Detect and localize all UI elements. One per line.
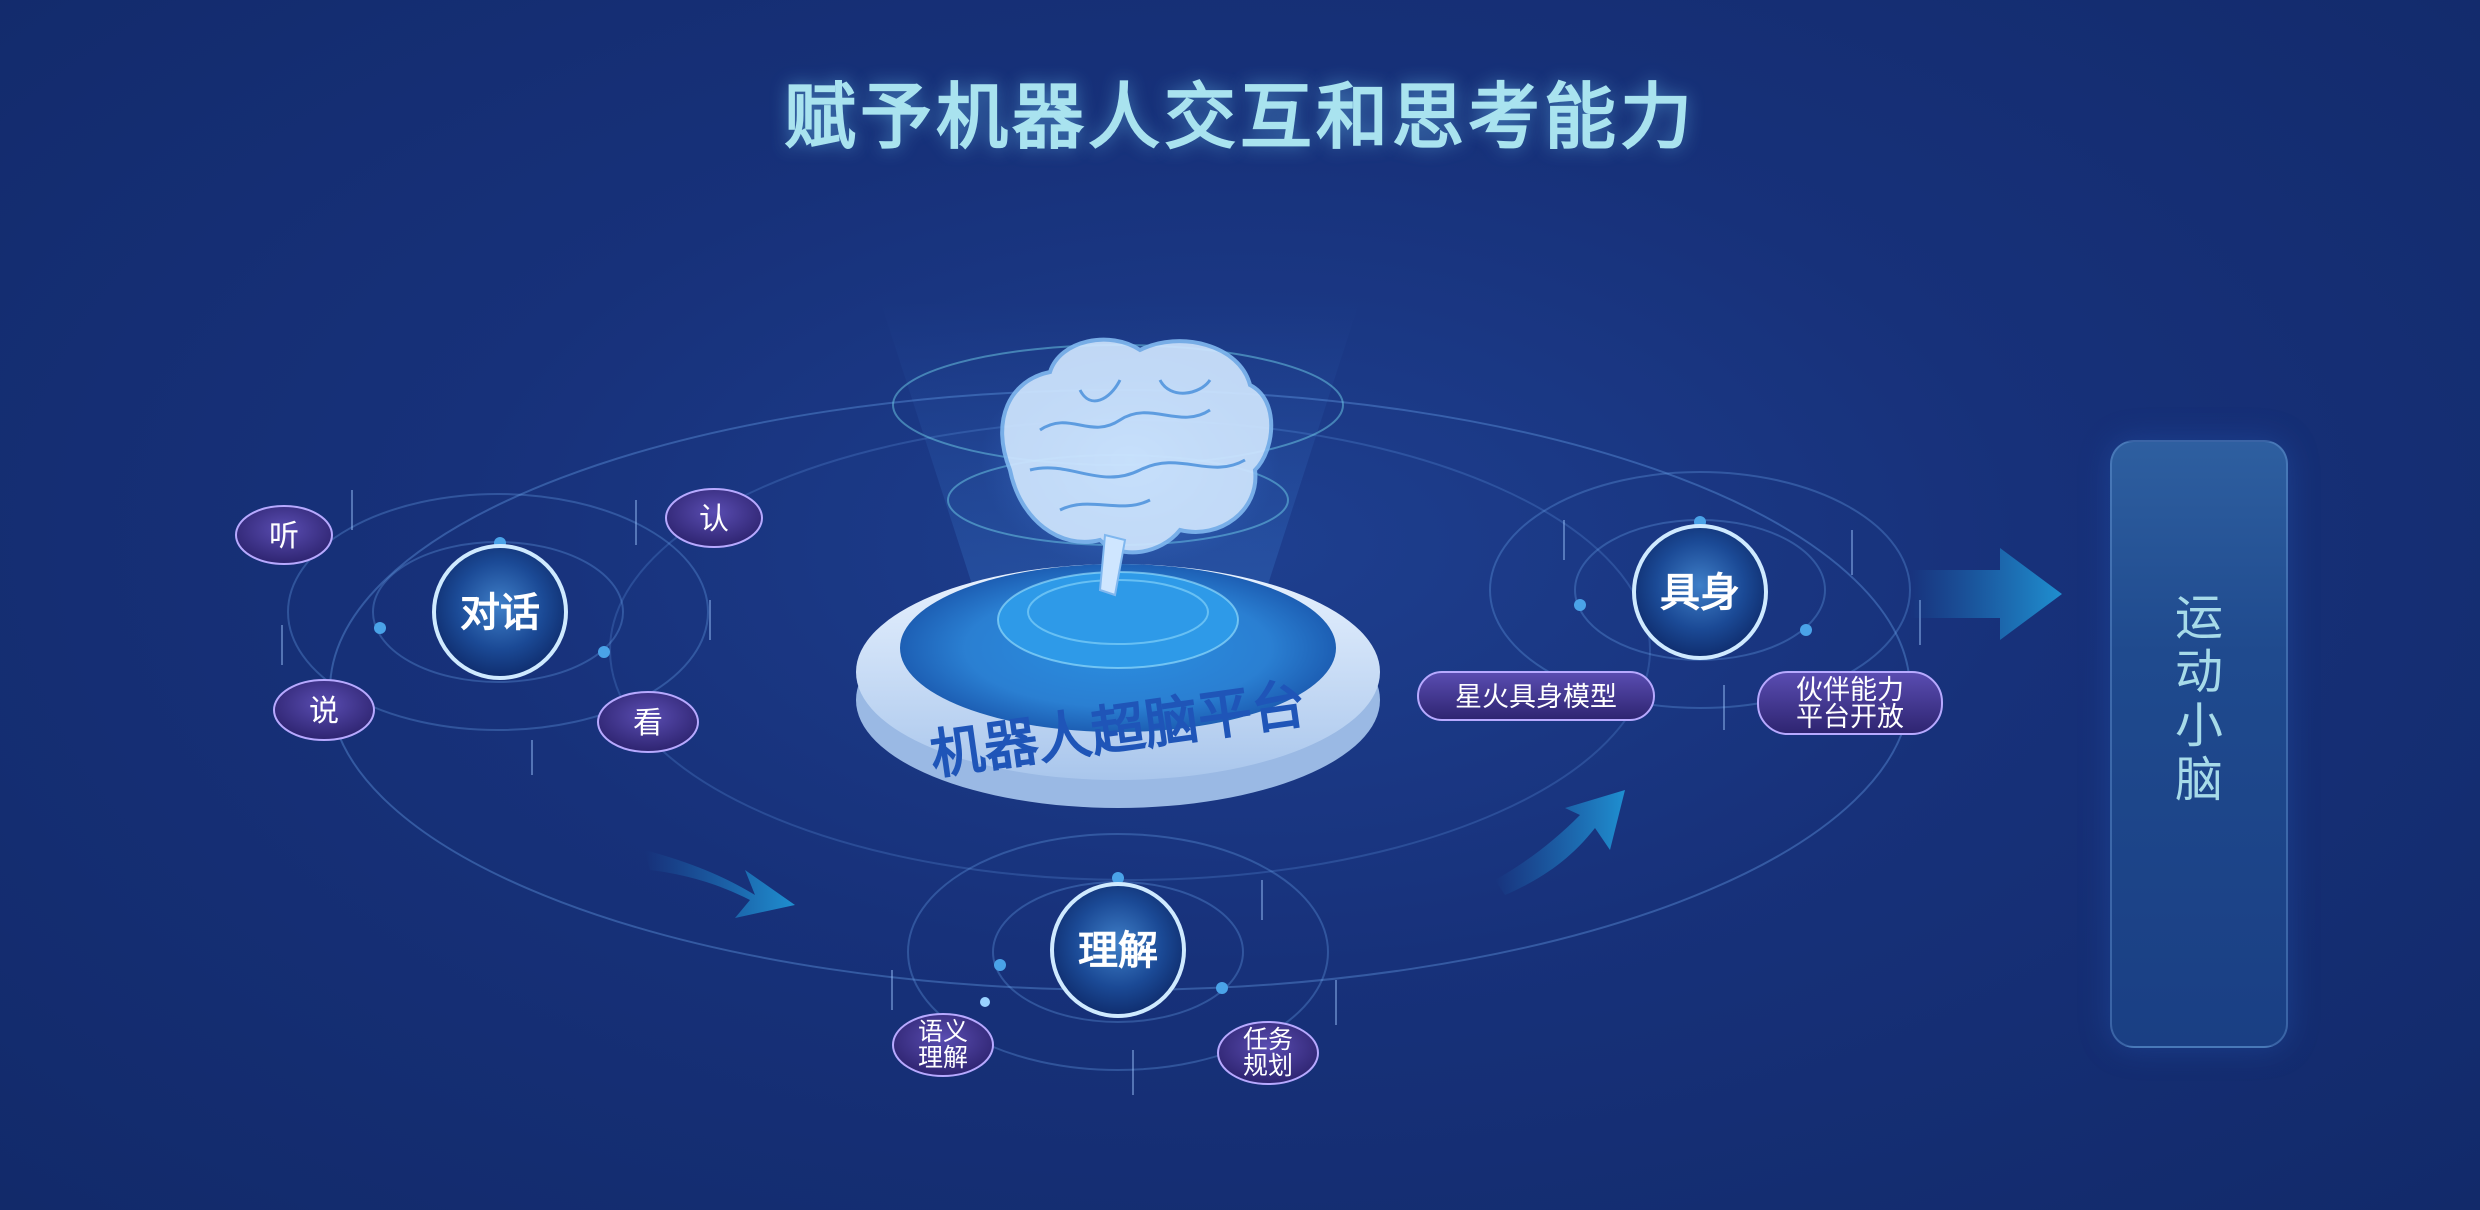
bubble-task-planning: 任务 规划: [1217, 1021, 1319, 1085]
dialogue-hub: 对话: [432, 544, 568, 680]
embodiment-hub-label: 具身: [1660, 570, 1740, 616]
motion-cerebellum-label: 运动小脑: [2166, 592, 2222, 808]
dialogue-hub-label: 对话: [460, 590, 540, 636]
svg-text:语义: 语义: [918, 1017, 968, 1046]
light-ticks: [281, 490, 1921, 1095]
platform: 机器人超脑平台: [856, 564, 1380, 808]
understanding-hub-label: 理解: [1078, 928, 1158, 974]
embodiment-hub: 具身: [1632, 524, 1768, 660]
brain-icon: [980, 337, 1280, 597]
bubble-semantic-understanding: 语义 理解: [892, 1013, 994, 1077]
bubble-speak: 说: [273, 679, 375, 741]
bubble-see: 看: [597, 691, 699, 753]
pill-partner-platform-open: 伙伴能力 平台开放: [1757, 671, 1943, 735]
arrow-right-icon: [1910, 548, 2062, 640]
svg-text:任务: 任务: [1243, 1025, 1293, 1054]
bubble-recognize: 认: [665, 488, 763, 548]
dialogue-hub-rings: [287, 493, 709, 731]
arrow-right-icon: [1495, 790, 1625, 895]
svg-text:平台开放: 平台开放: [1796, 702, 1904, 733]
svg-text:说: 说: [309, 694, 339, 729]
svg-text:认: 认: [699, 502, 729, 537]
svg-text:星火具身模型: 星火具身模型: [1455, 682, 1617, 713]
pill-spark-embodied-model: 星火具身模型: [1417, 671, 1655, 721]
motion-cerebellum-panel: 运动小脑: [2110, 440, 2288, 1048]
understanding-hub: 理解: [1050, 882, 1186, 1018]
svg-text:听: 听: [269, 519, 299, 554]
svg-text:看: 看: [633, 706, 663, 741]
svg-text:理解: 理解: [918, 1043, 968, 1072]
arrow-right-icon: [645, 850, 795, 918]
bubble-listen: 听: [235, 505, 333, 565]
svg-text:伙伴能力: 伙伴能力: [1796, 675, 1904, 706]
svg-text:规划: 规划: [1243, 1051, 1293, 1080]
page-title: 赋予机器人交互和思考能力: [783, 75, 1696, 159]
